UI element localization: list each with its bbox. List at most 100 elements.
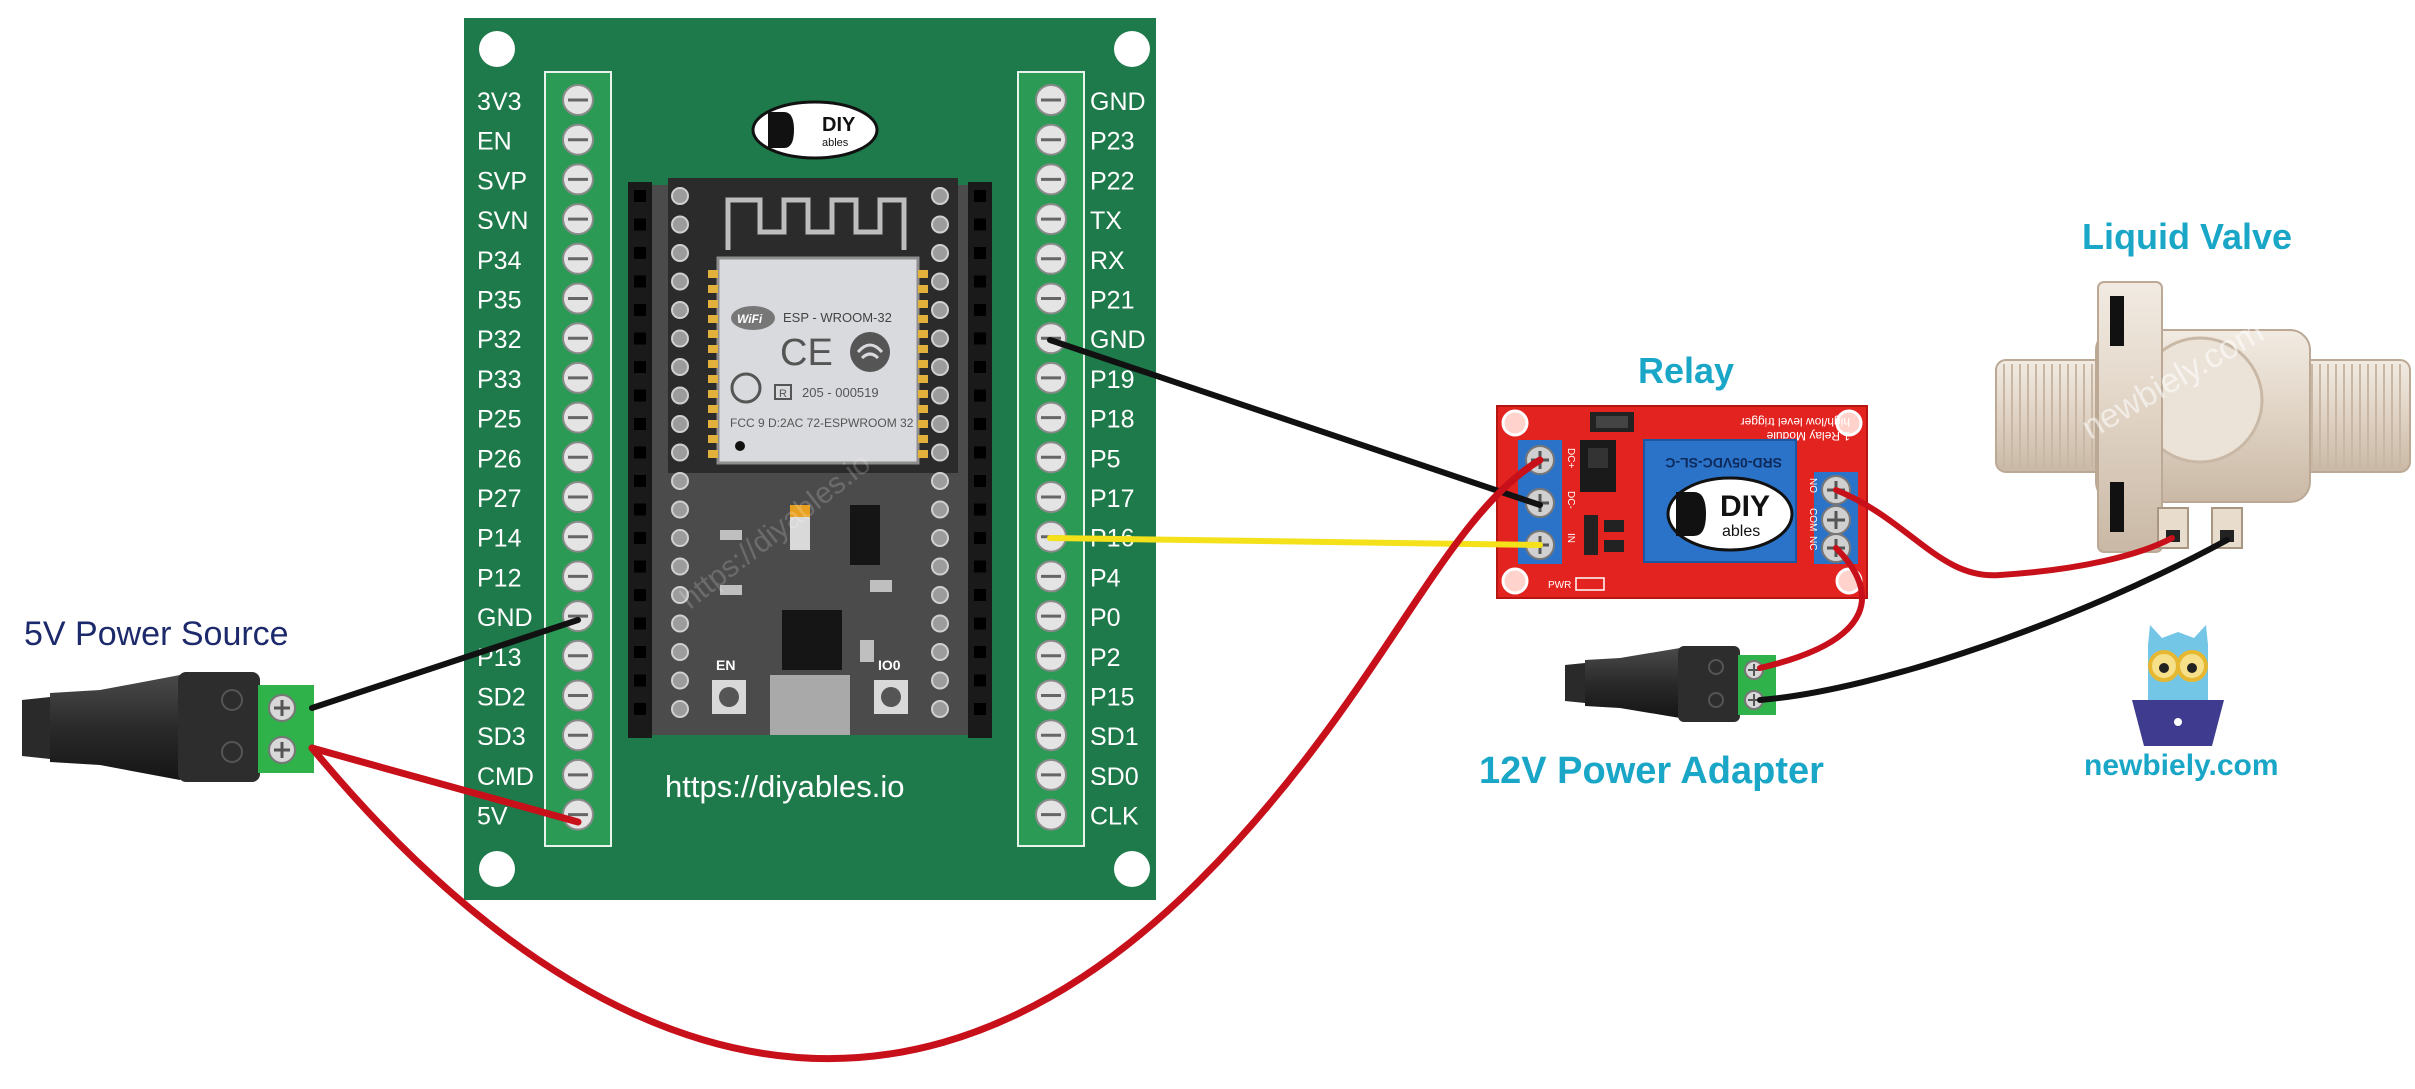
wire-5v-power — [308, 744, 582, 826]
module-pad — [708, 330, 718, 338]
liquid-valve: Liquid Valve newbiely.com — [1995, 216, 2411, 553]
pin-label-left: P12 — [477, 564, 521, 592]
module-pad — [918, 345, 928, 353]
header-hole — [974, 361, 986, 373]
module-pad — [918, 330, 928, 338]
wire-valve-gnd — [1757, 537, 2230, 703]
svg-text:WiFi: WiFi — [737, 312, 763, 326]
power-adapter-12v: 12V Power Adapter — [1479, 646, 1824, 792]
mount-hole — [1114, 851, 1150, 887]
devkit-pad — [671, 586, 689, 604]
module-pad — [708, 360, 718, 368]
pin-label-right: P22 — [1090, 167, 1134, 195]
devkit-pad — [671, 614, 689, 633]
wire-relay-no — [1833, 487, 2175, 579]
screw-terminal — [1035, 600, 1067, 633]
header-hole — [634, 646, 646, 658]
module-pad — [918, 300, 928, 308]
screw-terminal — [1035, 679, 1067, 712]
relay-logo-subtext: ables — [1722, 523, 1760, 540]
pin-label-right: CLK — [1090, 803, 1139, 831]
pin-label-left: GND — [477, 604, 533, 632]
header-hole — [974, 532, 986, 544]
board-url: https://diyables.io — [665, 769, 905, 804]
screw-terminal — [562, 203, 594, 236]
header-hole — [974, 446, 986, 459]
pin-label-right: GND — [1090, 326, 1146, 354]
header-hole — [634, 532, 646, 544]
header-hole — [634, 247, 646, 259]
relay-subtitle: high/low level trigger — [1741, 415, 1850, 429]
devkit-pad — [671, 386, 689, 405]
pin-label-left: SD3 — [477, 723, 526, 751]
relay-pin-label: NC — [1807, 536, 1818, 550]
devkit-pad — [931, 386, 949, 405]
devkit-pad — [931, 472, 949, 490]
pin-label-right: P2 — [1090, 644, 1121, 672]
devkit-pad — [671, 329, 689, 348]
newbiely-logo: newbiely.com — [2084, 625, 2279, 782]
diyables-logo: DIY ables — [751, 100, 879, 160]
relay-pin-label: DC- — [1565, 491, 1576, 509]
header-hole — [634, 332, 646, 345]
devkit-pad — [671, 215, 689, 234]
screw-terminal — [1035, 758, 1067, 791]
devkit-pad — [931, 500, 949, 519]
screw-terminal — [1035, 361, 1067, 394]
screw-terminal — [562, 322, 594, 355]
header-hole — [974, 247, 986, 259]
screw-terminal — [1035, 639, 1067, 672]
adapter-body — [1585, 648, 1680, 718]
relay-pwr-label: PWR — [1548, 580, 1571, 591]
devkit-pad — [671, 529, 689, 547]
screw-terminal — [562, 361, 594, 394]
screw-terminal — [1035, 163, 1067, 196]
relay-mount-hole — [1835, 409, 1863, 437]
wire-relay-vcc — [308, 456, 1544, 1063]
devkit-pad — [671, 700, 689, 718]
pin-label-left: P14 — [477, 525, 522, 553]
devkit-pad — [671, 272, 689, 291]
pin-label-left: SVP — [477, 167, 527, 195]
mount-hole — [1114, 31, 1150, 67]
pin-label-left: P35 — [477, 287, 521, 315]
module-pad — [708, 285, 718, 293]
header-hole — [634, 418, 646, 430]
module-pad — [708, 270, 718, 278]
wire-relay-com — [1757, 545, 1866, 671]
header-hole — [974, 503, 986, 516]
module-pad — [918, 435, 928, 443]
screw-terminal — [562, 84, 594, 116]
devkit-pad — [931, 358, 949, 376]
left-header — [628, 182, 652, 738]
pin-label-right: SD0 — [1090, 763, 1139, 791]
antenna-trace — [725, 197, 907, 250]
pin-label-left: P27 — [477, 485, 521, 513]
devkit-pad — [671, 643, 689, 661]
wires — [308, 337, 2230, 1063]
jack-tip — [22, 697, 50, 759]
pin-label-left: P26 — [477, 445, 521, 473]
relay-label: Relay — [1638, 350, 1734, 391]
header-hole — [634, 304, 646, 316]
espressif-icon — [850, 332, 890, 372]
devkit-pad — [931, 700, 949, 718]
relay-logo-text: DIY — [1720, 490, 1770, 523]
header-hole — [634, 674, 646, 687]
pin-label-left: 3V3 — [477, 88, 521, 116]
adapter-label: 12V Power Adapter — [1479, 750, 1824, 792]
screw-terminal — [1035, 441, 1067, 474]
module-pad — [918, 270, 928, 278]
header-hole — [634, 446, 646, 459]
screw-terminal — [562, 163, 594, 196]
module-pad — [708, 390, 718, 398]
pin-label-right: P23 — [1090, 128, 1134, 156]
pin-label-right: RX — [1090, 247, 1125, 275]
pin-label-right: P15 — [1090, 684, 1134, 712]
power-source-5v: 5V Power Source — [22, 615, 314, 782]
header-hole — [634, 560, 646, 573]
relay-mount-hole — [1501, 409, 1529, 437]
screw-terminal — [562, 639, 594, 672]
module-pad — [918, 285, 928, 293]
cert-icon — [730, 372, 762, 404]
